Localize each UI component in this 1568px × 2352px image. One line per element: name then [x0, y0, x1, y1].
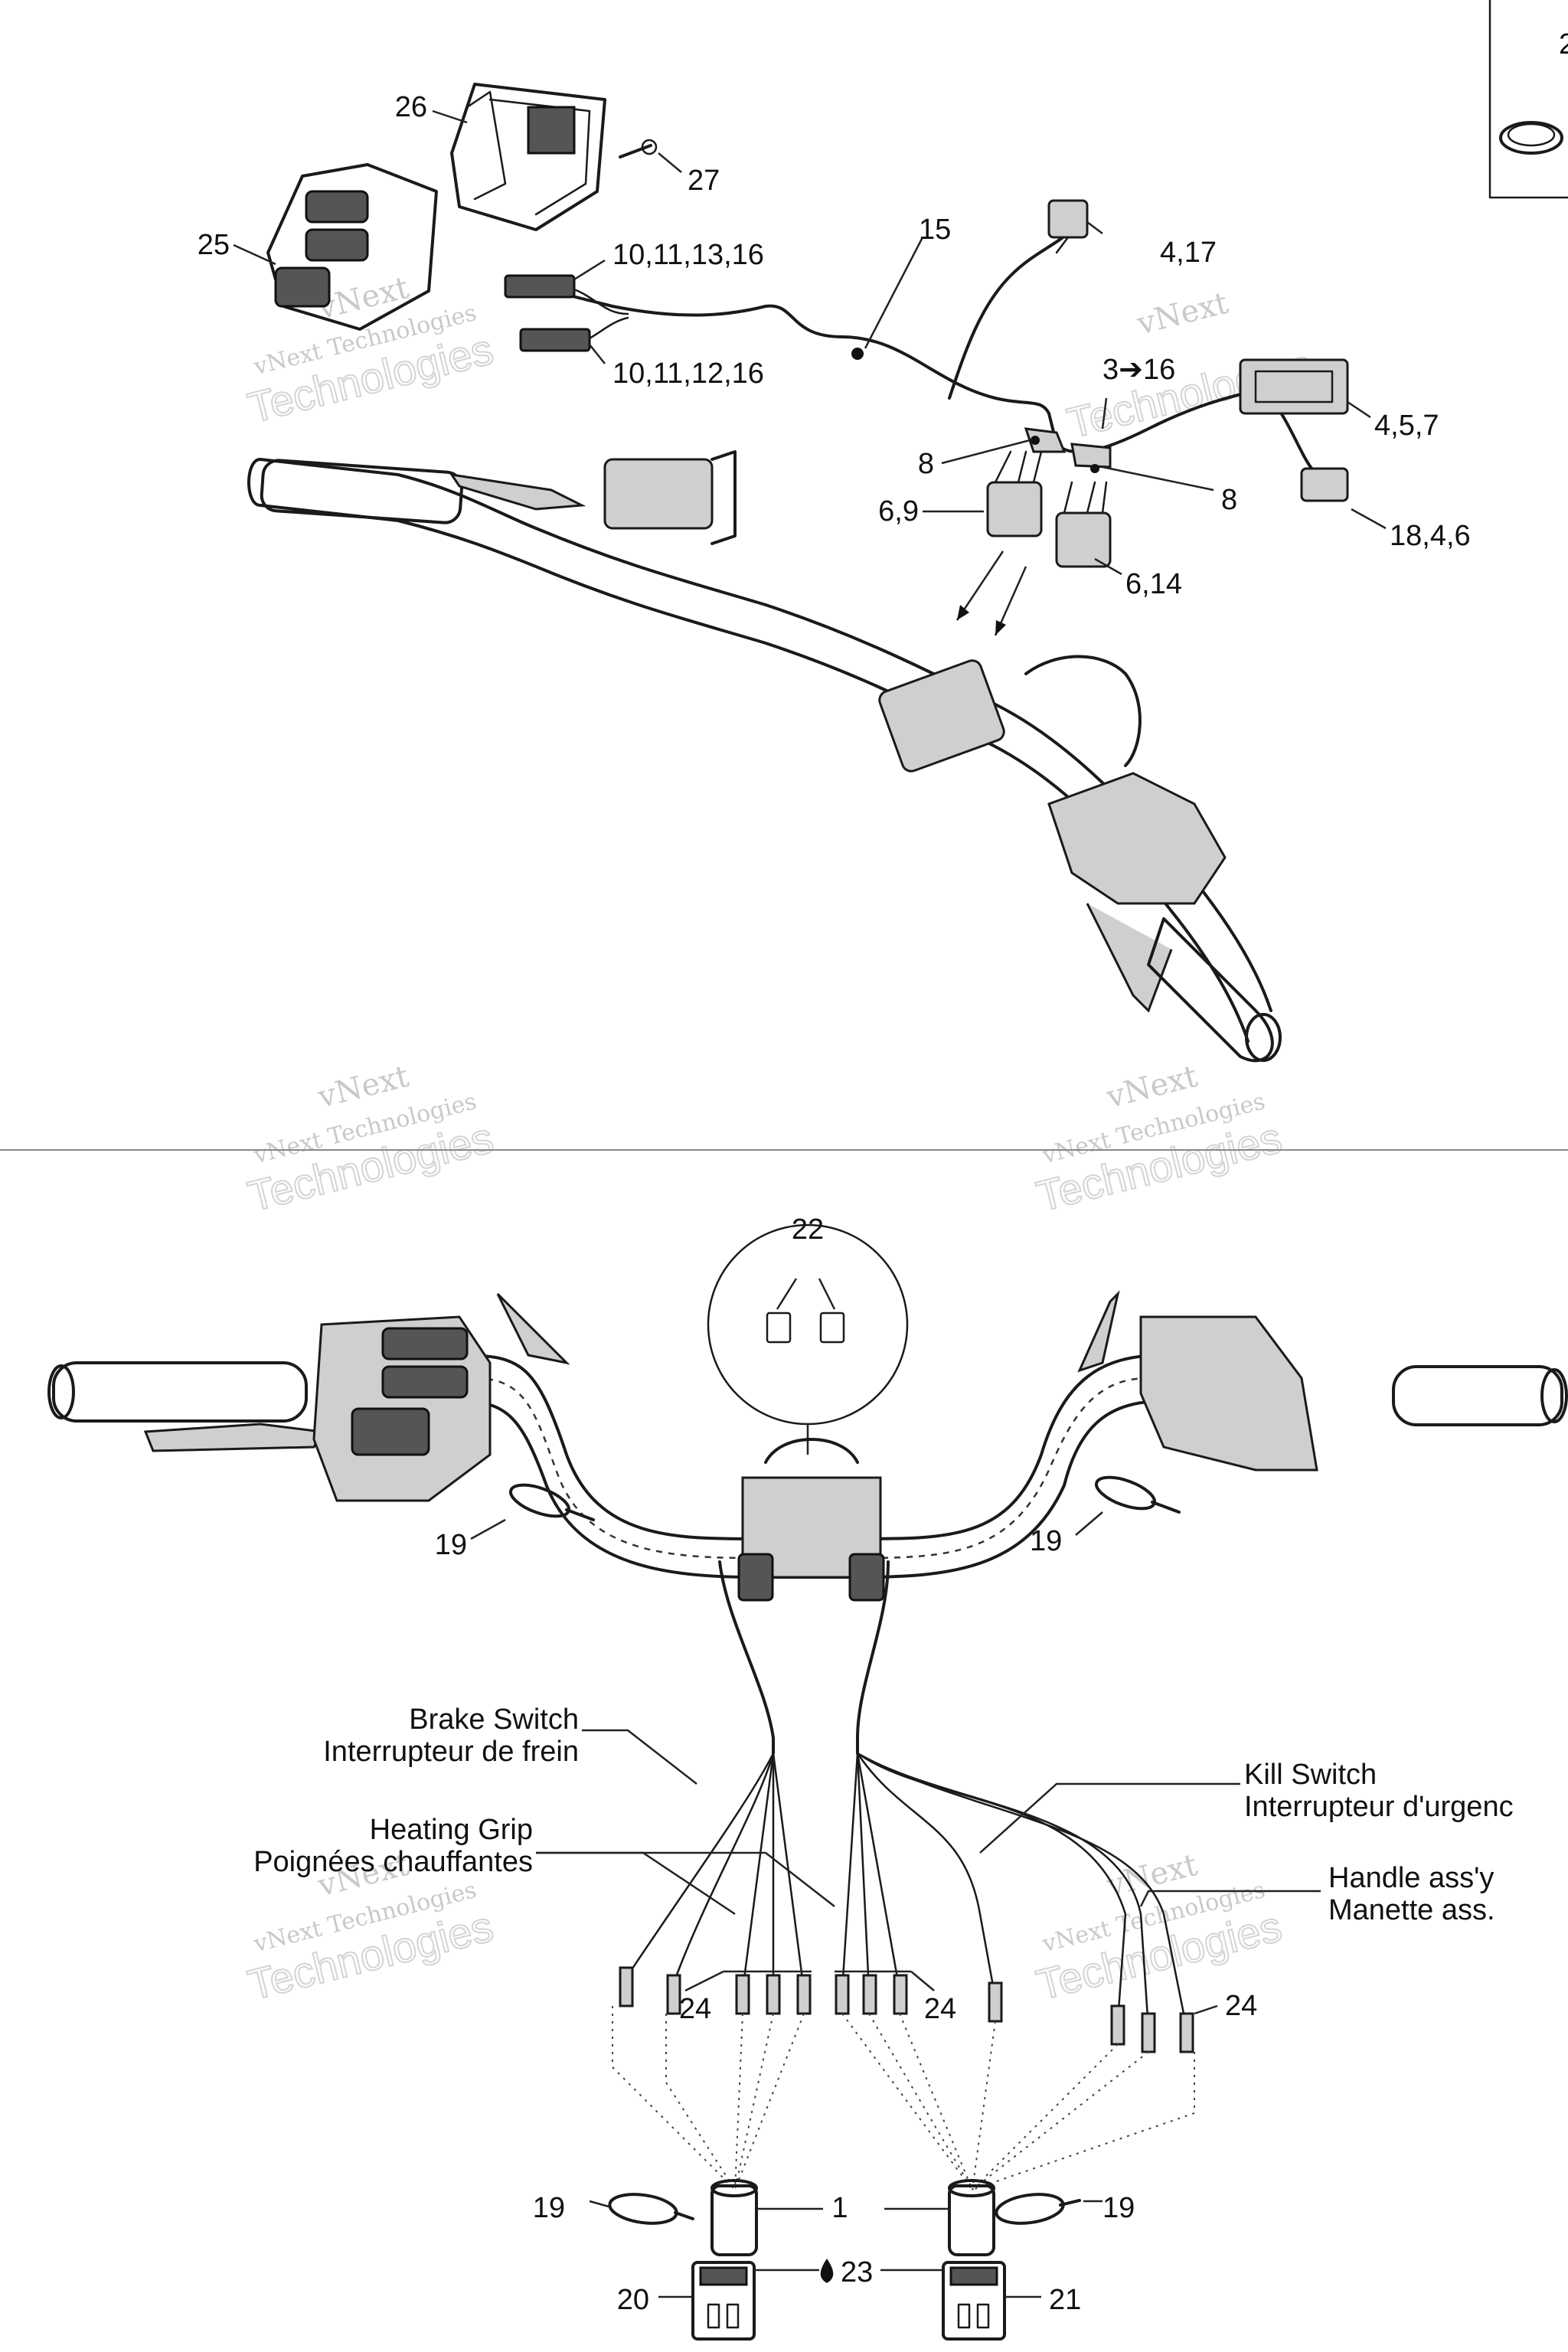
cable-tie-left — [509, 1483, 595, 1521]
callout-19-bottom-left: 19 — [533, 2192, 565, 2224]
callout-15: 15 — [919, 214, 951, 246]
lower-wire-bundle — [619, 1560, 1194, 2053]
callout-19-bottom-right: 19 — [1102, 2192, 1135, 2224]
bushing-left — [710, 2179, 758, 2256]
brake-switch-label-en: Brake Switch — [409, 1704, 579, 1736]
brake-switch-label-fr: Interrupteur de frein — [323, 1736, 579, 1768]
cable-tie-right — [1095, 1475, 1181, 1514]
watermark-top-right: vNext Technologies — [1062, 286, 1318, 448]
inset-number: 2 — [1559, 28, 1568, 60]
inset-box-fragment: 2 — [1488, 0, 1568, 199]
callout-10-11-12-16: 10,11,12,16 — [612, 358, 764, 390]
callout-18-4-6: 18,4,6 — [1390, 520, 1471, 552]
callout-3-16: 3➔16 — [1102, 354, 1175, 386]
grease-drop-icon — [820, 2259, 834, 2283]
housing-cover-part — [450, 83, 606, 231]
callout-21: 21 — [1049, 2284, 1081, 2316]
callout-4-17: 4,17 — [1160, 237, 1217, 269]
handlebar-lower — [47, 1290, 1568, 1602]
callout-24-mid: 24 — [924, 1993, 956, 2025]
screw-part — [619, 139, 658, 158]
connector-housing-21 — [942, 2261, 1006, 2341]
handle-assy-label-en: Handle ass'y — [1328, 1862, 1494, 1894]
dotted-routing-lines — [612, 2006, 1195, 2190]
handlebar-assembly-upper — [247, 450, 1282, 1063]
retaining-clip-right — [1070, 443, 1112, 473]
callout-4-5-7: 4,5,7 — [1374, 410, 1439, 442]
watermark-mid-left: vNext vNext Technologies Technologies — [243, 1059, 498, 1221]
callout-27: 27 — [688, 165, 720, 197]
callout-19-handlebar-left: 19 — [435, 1529, 467, 1561]
connector-4-17 — [1047, 199, 1089, 254]
assembly-arrows — [956, 550, 1027, 636]
cable-tie-bottom-left — [608, 2193, 694, 2225]
connector-6-9 — [986, 450, 1043, 537]
callout-10-11-13-16: 10,11,13,16 — [612, 239, 764, 271]
callout-26: 26 — [395, 91, 427, 123]
heating-grip-label-fr: Poignées chauffantes — [253, 1846, 533, 1878]
callout-24-right: 24 — [1225, 1990, 1257, 2022]
switch-housing-part — [266, 163, 438, 331]
connector-18-4-6 — [1300, 467, 1349, 502]
watermark-mid-right: vNext vNext Technologies Technologies — [1031, 1059, 1287, 1221]
callout-8-left: 8 — [918, 448, 934, 480]
callout-24-left: 24 — [679, 1993, 711, 2025]
bushing-right — [948, 2179, 995, 2256]
inset-circle-22 — [707, 1223, 909, 1455]
connector-6-14 — [1055, 481, 1112, 568]
callout-23: 23 — [841, 2256, 873, 2288]
wire-labels: Brake Switch Interrupteur de frein Heati… — [253, 1704, 1513, 1926]
callout-labels: 26 27 25 15 4,17 10,11,13,16 10,11,12,16… — [198, 91, 1471, 2316]
kill-switch-label-en: Kill Switch — [1244, 1759, 1377, 1791]
connector-housing-20 — [691, 2261, 756, 2341]
callout-19-handlebar-right: 19 — [1030, 1525, 1062, 1557]
heating-grip-label-en: Heating Grip — [370, 1814, 533, 1846]
callout-20: 20 — [617, 2284, 649, 2316]
callout-1: 1 — [831, 2192, 848, 2224]
watermark-top-left: vNext vNext Technologies Technologies — [243, 270, 498, 433]
handle-assy-label-fr: Manette ass. — [1328, 1894, 1495, 1926]
callout-25: 25 — [198, 229, 230, 261]
svg-text:vNext: vNext — [1133, 286, 1231, 342]
connector-block-4-5-7 — [1239, 358, 1349, 415]
callout-22: 22 — [792, 1214, 824, 1246]
retaining-clip-left — [1024, 427, 1067, 453]
callout-6-14: 6,14 — [1125, 568, 1182, 600]
cable-tie-bottom-right — [995, 2193, 1081, 2225]
callout-6-9: 6,9 — [878, 495, 919, 528]
kill-switch-label-fr: Interrupteur d'urgenc — [1244, 1791, 1514, 1823]
connector-pair-left — [504, 274, 629, 352]
callout-8-right: 8 — [1221, 484, 1237, 516]
watermark-low-right: vNext vNext Technologies Technologies — [1031, 1847, 1287, 2010]
leader-lines — [233, 109, 1387, 2298]
